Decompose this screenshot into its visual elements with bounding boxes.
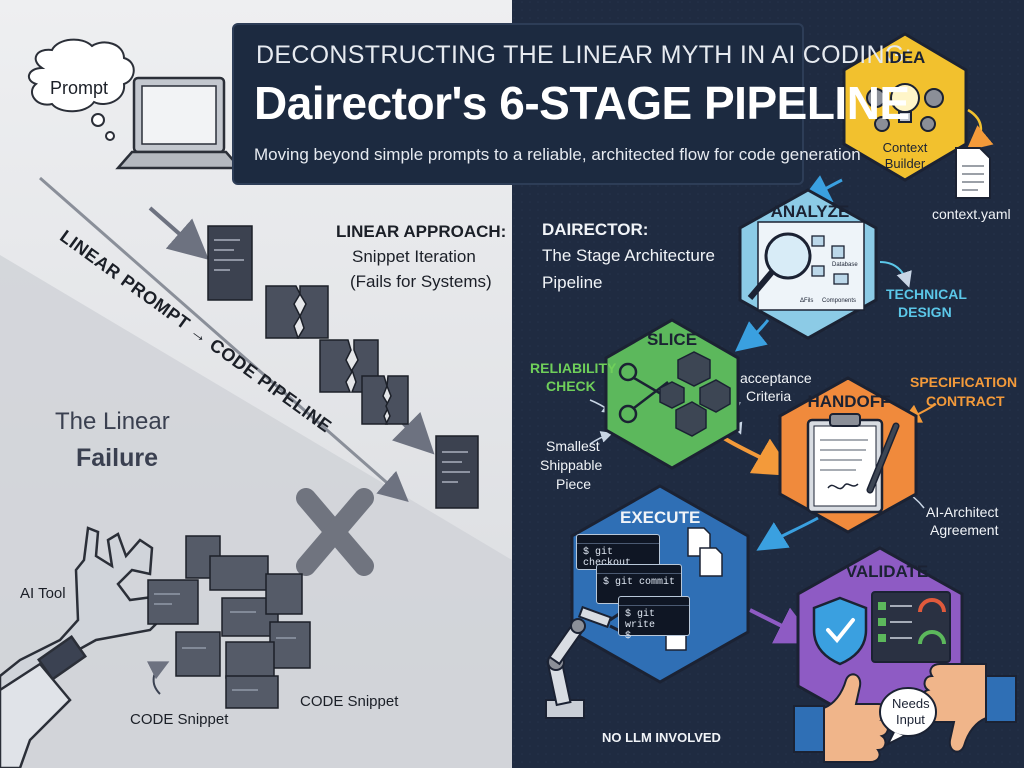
agreement-label-2: Agreement: [930, 522, 999, 538]
acceptance-criteria-label-1: acceptance: [740, 370, 812, 386]
laptop-icon: [115, 76, 243, 170]
shield-check-icon: [812, 596, 868, 666]
dairector-heading: DAIRECTOR:: [542, 220, 649, 239]
magnifier-icon: [747, 232, 812, 300]
reliability-check-label-2: CHECK: [546, 378, 596, 394]
technical-design-label-2: DESIGN: [898, 304, 952, 320]
left-panel-shadow: [0, 255, 512, 768]
lightbulb-gears-icon: [866, 83, 944, 132]
linear-arrow-short: [148, 206, 210, 260]
stage-handoff-hex: [778, 376, 918, 534]
stage-analyze-label: ANALYZE: [770, 202, 850, 221]
no-llm-label: NO LLM INVOLVED: [602, 730, 721, 745]
stage-validate-hex: [796, 546, 964, 734]
linear-failure-line1: The Linear: [55, 408, 170, 435]
needs-input-bubble: [879, 687, 937, 747]
linear-approach-title: LINEAR APPROACH:: [336, 222, 507, 241]
ai-tool-label: AI Tool: [20, 585, 66, 602]
arrow-handoff-execute: [756, 516, 819, 551]
failure-x-icon: [296, 488, 374, 576]
stage-idea-hex: [842, 32, 968, 182]
clipboard-icon: [806, 413, 884, 514]
thumbs-up-icon: [793, 673, 889, 763]
terminal-window-write: $ git write $: [618, 596, 690, 642]
terminal-prompt: $: [625, 631, 632, 642]
code-snippet-label-2: CODE Snippet: [300, 693, 399, 710]
smallest-piece-label-1: Smallest: [546, 438, 600, 454]
broken-snippet: [265, 285, 409, 425]
linear-failure-line2: Failure: [76, 444, 158, 472]
arrow-analyze-slice: [734, 319, 770, 352]
smallest-piece-label-3: Piece: [556, 476, 592, 492]
linear-approach-line2: (Fails for Systems): [350, 272, 492, 291]
stage-slice-hex: [604, 318, 740, 470]
analyze-files-label: ΔFils: [800, 298, 814, 304]
thumbs-down-icon: [921, 663, 1017, 753]
header-kicker: DECONSTRUCTING THE LINEAR MYTH IN AI COD…: [256, 41, 912, 69]
needs-input-label-2: Input: [896, 712, 925, 727]
analyze-components-label: Components: [822, 298, 857, 304]
terminal-command: $ git write: [625, 609, 656, 631]
stage-validate-label: VALIDATE: [845, 562, 929, 581]
stage-analyze-hex: [738, 188, 878, 340]
terminal-command: $ git commit: [603, 577, 676, 588]
spec-contract-label-2: CONTRACT: [926, 393, 1005, 409]
agreement-label-1: AI-Architect: [926, 504, 999, 520]
pen-icon: [866, 422, 900, 494]
acceptance-criteria-label-2: Criteria: [746, 388, 792, 404]
needs-input-label-1: Needs: [892, 696, 930, 711]
document-icon: [955, 147, 991, 199]
page-subtitle: Moving beyond simple prompts to a reliab…: [254, 145, 861, 164]
puzzle-pieces-icon: [659, 351, 731, 437]
robot-arm-icon: [545, 605, 623, 719]
code-snippet-label-1: CODE Snippet: [130, 711, 229, 728]
technical-design-label-1: TECHNICAL: [886, 286, 967, 302]
title-banner: DECONSTRUCTING THE LINEAR MYTH IN AI COD…: [232, 23, 912, 185]
prompt-bubble-label: Prompt: [50, 78, 109, 98]
analyze-database-label: Database: [832, 262, 858, 268]
smallest-piece-label-2: Shippable: [540, 457, 603, 473]
spec-contract-label-1: SPECIFICATION: [910, 374, 1018, 390]
scattered-snippets: [147, 535, 311, 709]
page-title: Dairector's 6-STAGE PIPELINE: [254, 77, 910, 129]
prompt-bubble: [27, 38, 135, 141]
checklist-gauges-icon: [871, 591, 951, 663]
reliability-check-label-1: RELIABILITY: [530, 360, 617, 376]
robot-hand-icon: [0, 526, 172, 768]
stage-slice-label: SLICE: [646, 330, 698, 349]
dairector-subheading-1: The Stage Architecture: [542, 246, 715, 265]
stage-idea-sublabel-2: Builder: [884, 156, 926, 171]
stage-handoff-label: HANDOFF: [807, 392, 891, 411]
terminal-command: $ git checkout: [583, 547, 631, 569]
stage-execute-label: EXECUTE: [620, 508, 701, 527]
dairector-subheading-2: Pipeline: [542, 273, 603, 292]
stage-idea-sublabel-1: Context: [882, 140, 928, 155]
stage-idea-label: IDEA: [884, 48, 926, 67]
linear-approach-line1: Snippet Iteration: [352, 247, 476, 266]
context-yaml-label: context.yaml: [932, 206, 1011, 222]
linear-arrow-main: [39, 176, 409, 502]
